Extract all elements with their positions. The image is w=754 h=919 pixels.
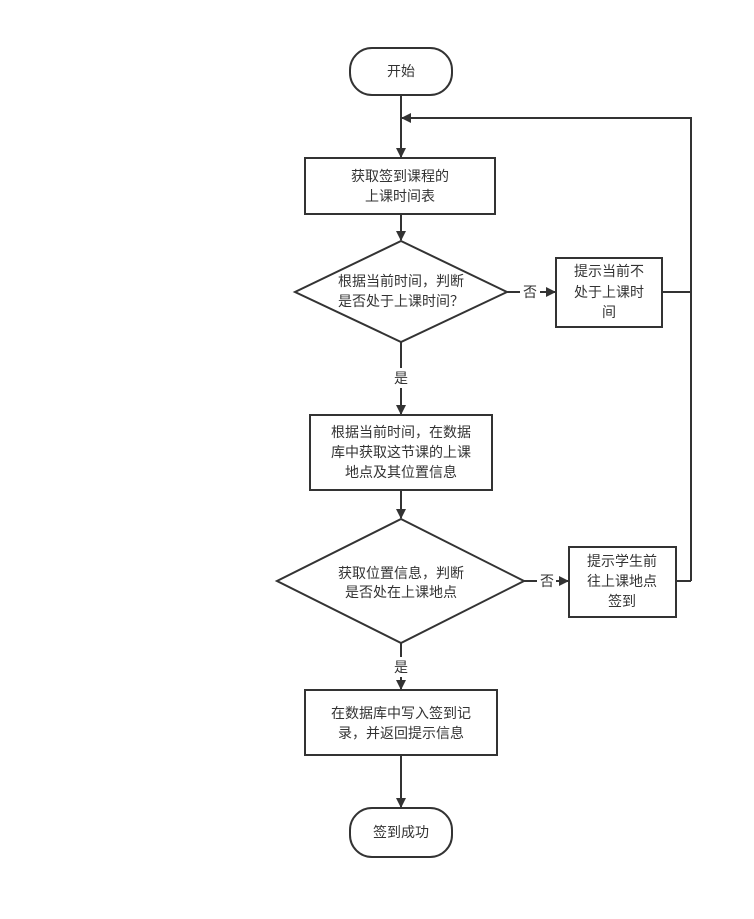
decision-check-location: 获取位置信息，判断 是否处在上课地点 bbox=[274, 517, 527, 645]
node-text: 签到成功 bbox=[373, 824, 429, 841]
node-text: 间 bbox=[602, 305, 616, 321]
node-text: 是否处在上课地点 bbox=[345, 585, 457, 601]
node-text: 根据当前时间，在数据 bbox=[331, 424, 471, 441]
edge-label-no: 否 bbox=[540, 574, 554, 590]
node-text: 签到 bbox=[608, 593, 636, 610]
edge-label-yes: 是 bbox=[394, 660, 408, 676]
end-terminal: 签到成功 bbox=[349, 807, 453, 858]
edge-label-yes: 是 bbox=[394, 371, 408, 387]
start-terminal: 开始 bbox=[349, 47, 453, 96]
node-text: 地点及其位置信息 bbox=[345, 464, 457, 481]
process-get-location: 根据当前时间，在数据 库中获取这节课的上课 地点及其位置信息 bbox=[309, 414, 493, 491]
node-text: 处于上课时 bbox=[574, 285, 644, 301]
process-not-in-class-time: 提示当前不 处于上课时 间 bbox=[555, 257, 663, 328]
node-text: 获取位置信息，判断 bbox=[338, 565, 464, 582]
node-text: 在数据库中写入签到记 bbox=[331, 705, 471, 722]
node-text: 录，并返回提示信息 bbox=[338, 725, 464, 742]
node-text: 提示当前不 bbox=[574, 263, 644, 280]
edges bbox=[396, 95, 692, 808]
node-text: 提示学生前 bbox=[587, 553, 657, 570]
edge-loop-back bbox=[401, 113, 692, 292]
process-go-to-location: 提示学生前 往上课地点 签到 bbox=[568, 546, 677, 618]
edge-label-no: 否 bbox=[523, 285, 537, 301]
node-text: 上课时间表 bbox=[365, 189, 435, 205]
node-text: 库中获取这节课的上课 bbox=[331, 444, 471, 461]
node-text: 获取签到课程的 bbox=[351, 168, 449, 185]
node-text: 根据当前时间，判断 bbox=[338, 273, 464, 290]
node-text: 往上课地点 bbox=[587, 574, 657, 590]
decision-check-time: 根据当前时间，判断 是否处于上课时间？ bbox=[292, 239, 510, 344]
node-text: 是否处于上课时间？ bbox=[338, 294, 464, 310]
node-text: 开始 bbox=[387, 64, 415, 80]
process-write-record: 在数据库中写入签到记 录，并返回提示信息 bbox=[304, 689, 498, 756]
process-get-schedule: 获取签到课程的 上课时间表 bbox=[304, 157, 496, 215]
